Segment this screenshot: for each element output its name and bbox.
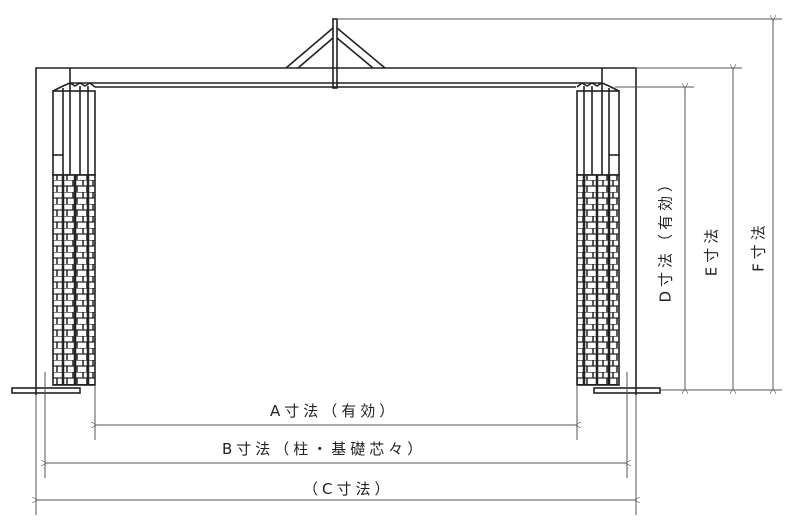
roof-truss bbox=[285, 18, 386, 89]
c-dimension-label: （C寸法） bbox=[303, 480, 394, 498]
d-dimension-label: D寸法（有効） bbox=[656, 172, 675, 303]
f-dimension-label: F寸法 bbox=[749, 221, 768, 272]
right-folding-curtain bbox=[576, 82, 620, 386]
left-footing bbox=[11, 387, 81, 394]
e-dimension-label: E寸法 bbox=[702, 224, 721, 277]
a-dimension-label: A寸法（有効） bbox=[270, 402, 399, 420]
gate-frame bbox=[11, 67, 661, 395]
left-folding-curtain bbox=[52, 82, 96, 386]
b-dimension-label: B寸法（柱・基礎芯々） bbox=[222, 440, 427, 458]
